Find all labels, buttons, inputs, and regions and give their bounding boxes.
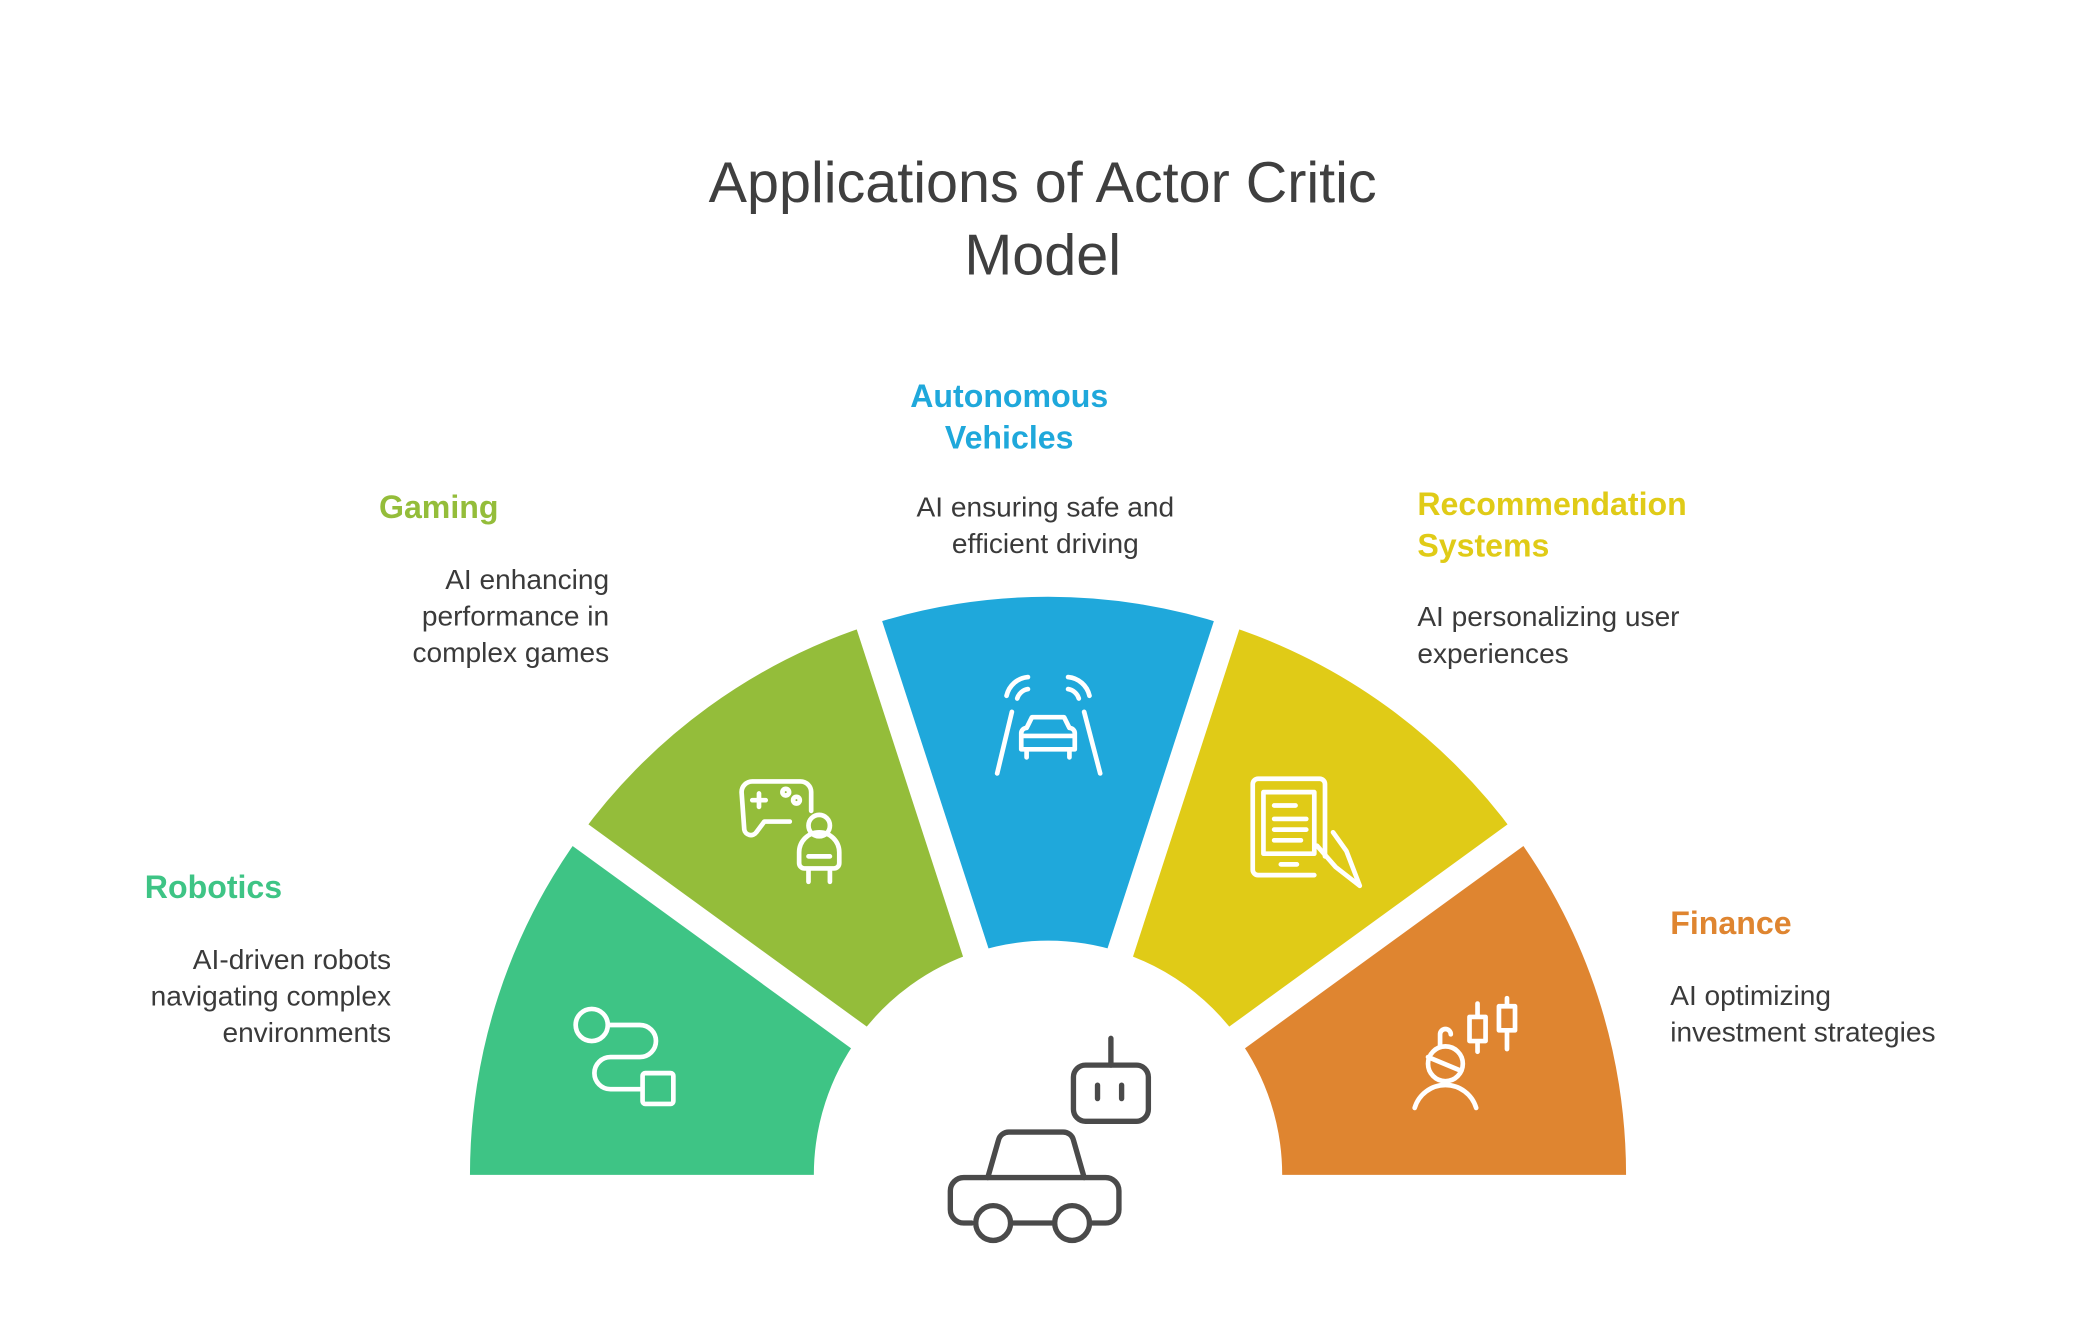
robotics-description: AI-driven robots <box>193 944 391 975</box>
gaming-description: performance in <box>422 600 609 631</box>
autonomous-car-icon <box>994 674 1103 776</box>
vehicles-description: efficient driving <box>952 528 1139 559</box>
segment-gap <box>567 820 872 1052</box>
gamepad-player-icon <box>739 779 842 885</box>
vehicles-description: AI ensuring safe and <box>917 492 1175 523</box>
finance-description: investment strategies <box>1670 1016 1935 1047</box>
investor-chart-icon <box>1412 995 1518 1111</box>
recommendation-heading: Systems <box>1417 528 1549 564</box>
finance-description: AI optimizing <box>1670 980 1831 1011</box>
robotics-description: environments <box>222 1017 391 1048</box>
recommendation-heading: Recommendation <box>1417 486 1686 522</box>
recommendation-description: AI personalizing user <box>1417 601 1679 632</box>
segment-recommendation <box>1120 625 1516 1038</box>
recommendation-description: experiences <box>1417 638 1568 669</box>
segment-gap <box>1224 820 1529 1052</box>
title-line-2: Model <box>964 223 1121 287</box>
robotics-description: navigating complex <box>151 980 391 1011</box>
gaming-description: AI enhancing <box>445 564 609 595</box>
segment-gap <box>1105 614 1242 963</box>
segment-gap <box>854 614 991 963</box>
tablet-touch-icon <box>1250 776 1363 889</box>
robot-head-icon <box>1070 1035 1152 1124</box>
segment-robotics <box>469 835 859 1175</box>
car-icon <box>947 1129 1122 1244</box>
segment-finance <box>1237 835 1627 1175</box>
gaming-heading: Gaming <box>379 489 499 525</box>
title-line-1: Applications of Actor Critic <box>709 151 1377 215</box>
gaming-description: complex games <box>412 637 609 668</box>
vehicles-heading: Autonomous <box>910 378 1108 414</box>
robotics-heading: Robotics <box>145 869 282 905</box>
vehicles-heading: Vehicles <box>945 419 1074 455</box>
segment-gaming <box>580 625 976 1038</box>
finance-heading: Finance <box>1670 905 1791 941</box>
route-icon <box>573 1006 676 1107</box>
segments <box>469 596 1627 1175</box>
